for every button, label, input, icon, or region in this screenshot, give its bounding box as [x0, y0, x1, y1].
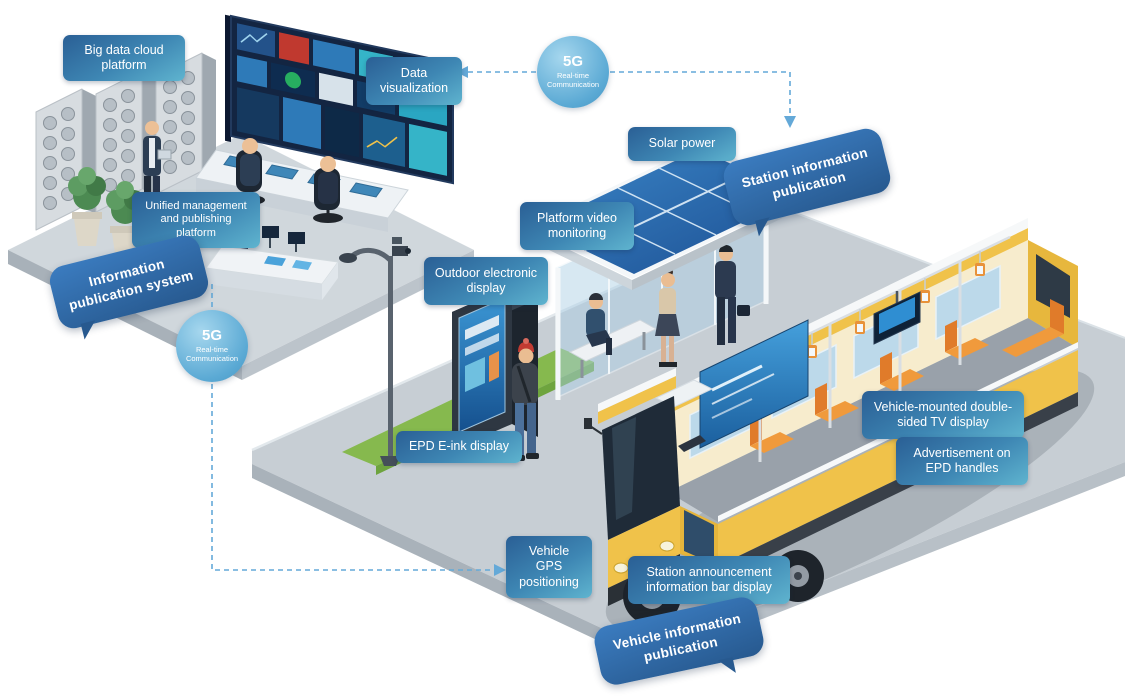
- reception-desk: [205, 225, 339, 300]
- badge-5g-title: 5G: [562, 53, 583, 70]
- badge-5g-top: 5G Real-time Communication: [537, 36, 609, 108]
- label-station-announcement-bar: Station announcement information bar dis…: [628, 556, 790, 604]
- label-vehicle-mounted-tv-display: Vehicle-mounted double-sided TV display: [862, 391, 1024, 439]
- badge-5g-line1: Real-time: [556, 70, 590, 80]
- pedestrian-businessman: [715, 245, 750, 345]
- street-lamp: [339, 237, 411, 466]
- announcement-bar-display: [699, 319, 809, 449]
- label-big-data-cloud-platform: Big data cloud platform: [63, 35, 185, 81]
- label-platform-video-monitoring: Platform video monitoring: [520, 202, 634, 250]
- badge-5g-line2: Communication: [546, 80, 600, 90]
- pedestrian-woman: [655, 267, 680, 367]
- label-unified-management-platform: Unified management and publishing platfo…: [132, 192, 260, 248]
- label-outdoor-electronic-display: Outdoor electronic display: [424, 257, 548, 305]
- badge-5g-line2: Communication: [185, 354, 239, 364]
- label-solar-power: Solar power: [628, 127, 736, 161]
- bus-front: [584, 368, 718, 606]
- shelter-bench: [568, 319, 658, 362]
- label-advertisement-epd-handles: Advertisement on EPD handles: [896, 437, 1028, 485]
- bubble-tail-icon: [717, 657, 736, 676]
- label-vehicle-gps-positioning: Vehicle GPS positioning: [506, 536, 592, 598]
- label-data-visualization: Data visualization: [366, 57, 462, 105]
- label-epd-eink-display: EPD E-ink display: [396, 431, 522, 463]
- epd-handles: [807, 251, 985, 358]
- badge-5g-line1: Real-time: [195, 344, 229, 354]
- badge-5g-title: 5G: [201, 327, 222, 344]
- pedestrian-seated: [586, 293, 612, 355]
- badge-5g-left: 5G Real-time Communication: [176, 310, 248, 382]
- pedestrian-red-hat: [512, 338, 539, 461]
- connector-arrowheads: [456, 66, 796, 576]
- connector-lines: [211, 71, 791, 571]
